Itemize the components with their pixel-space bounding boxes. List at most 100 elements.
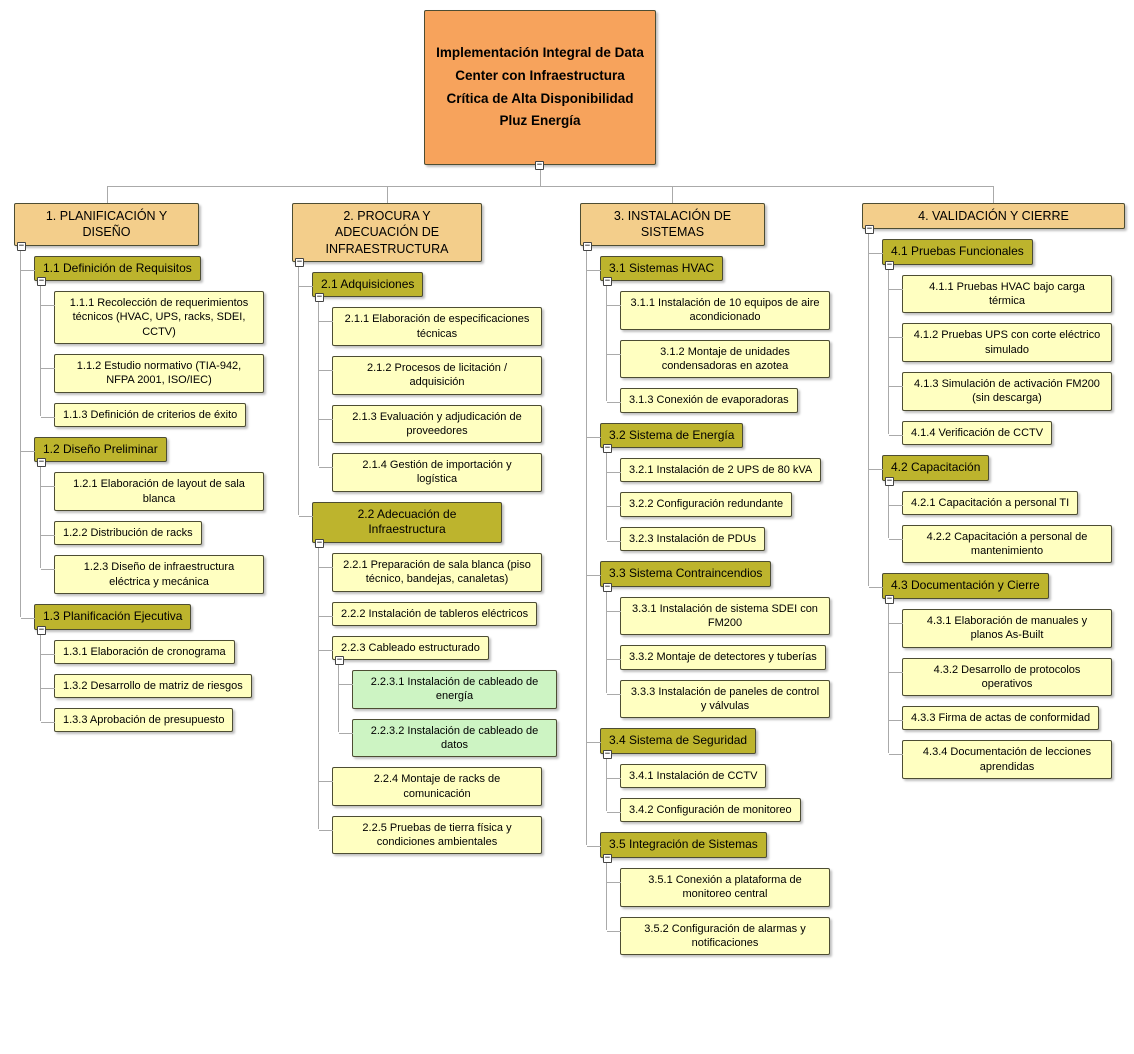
- wbs-node[interactable]: 2.2.1 Preparación de sala blanca (piso t…: [319, 552, 542, 592]
- wbs-node[interactable]: 3.3.1 Instalación de sistema SDEI con FM…: [607, 596, 830, 636]
- wbs-node[interactable]: 4.2 Capacitación−: [868, 454, 990, 486]
- wbs-node[interactable]: 4.1.4 Verificación de CCTV: [888, 420, 1053, 445]
- collapse-toggle-icon[interactable]: −: [603, 443, 612, 454]
- wbs-node[interactable]: 3.3 Sistema Contraincendios−: [586, 561, 772, 592]
- collapse-toggle-icon[interactable]: −: [17, 240, 26, 251]
- wbs-node[interactable]: 1.3.3 Aprobación de presupuesto: [40, 708, 234, 733]
- wbs-node[interactable]: 3.5.1 Conexión a plataforma de monitoreo…: [607, 867, 830, 907]
- wbs-node[interactable]: 3.2.1 Instalación de 2 UPS de 80 kVA: [606, 458, 822, 483]
- wbs-node[interactable]: 2.1.4 Gestión de importación y logística: [319, 453, 542, 492]
- wbs-node[interactable]: 1.3.1 Elaboración de cronograma: [41, 639, 235, 664]
- collapse-toggle-icon[interactable]: −: [603, 852, 612, 863]
- wbs-node[interactable]: 4.1.3 Simulación de activación FM200 (si…: [889, 372, 1112, 411]
- wbs-node[interactable]: 3.1.2 Montaje de unidades condensadoras …: [607, 339, 830, 379]
- wbs-node[interactable]: 2.1.1 Elaboración de especificaciones té…: [319, 307, 542, 346]
- collapse-toggle-icon[interactable]: −: [37, 624, 46, 635]
- wbs-node[interactable]: 4.1.2 Pruebas UPS con corte eléctrico si…: [889, 323, 1112, 363]
- wbs-branch: 3.2.1 Instalación de 2 UPS de 80 kVA: [606, 448, 880, 483]
- wbs-node[interactable]: 3. INSTALACIÓN DE SISTEMAS −: [580, 203, 765, 251]
- wbs-node[interactable]: 1.2.2 Distribución de racks: [41, 521, 202, 546]
- wbs-branch: 1.3.3 Aprobación de presupuesto: [40, 698, 314, 733]
- wbs-node[interactable]: 4.3.3 Firma de actas de conformidad: [888, 706, 1100, 731]
- collapse-toggle-icon[interactable]: −: [295, 256, 304, 267]
- node-label: 2.1.3 Evaluación y adjudicación de prove…: [352, 410, 522, 437]
- wbs-branch: 4.2.2 Capacitación a personal de manteni…: [888, 514, 1134, 564]
- wbs-node[interactable]: 4.1 Pruebas Funcionales−: [869, 239, 1033, 270]
- node-label: 3.4.2 Configuración de monitoreo: [629, 804, 792, 817]
- wbs-node[interactable]: 4.2.2 Capacitación a personal de manteni…: [889, 524, 1112, 564]
- wbs-node[interactable]: 4.3 Documentación y Cierre−: [869, 573, 1049, 604]
- wbs-node[interactable]: 2. PROCURA Y ADECUACIÓN DE INFRAESTRUCTU…: [292, 203, 482, 267]
- collapse-toggle-icon[interactable]: −: [315, 537, 324, 548]
- wbs-node[interactable]: 3.3.3 Instalación de paneles de control …: [607, 679, 830, 719]
- wbs-node[interactable]: 2.1 Adquisiciones−: [298, 271, 424, 303]
- wbs-branch: 2.1.4 Gestión de importación y logística: [318, 443, 592, 492]
- wbs-node[interactable]: 1.1.2 Estudio normativo (TIA-942, NFPA 2…: [41, 353, 264, 393]
- wbs-node[interactable]: 3.1.1 Instalación de 10 equipos de aire …: [607, 291, 830, 330]
- collapse-toggle-icon[interactable]: −: [885, 594, 894, 604]
- wbs-node[interactable]: 3.5 Integración de Sistemas−: [587, 832, 767, 863]
- wbs-branch: 3.4.2 Configuración de monitoreo: [606, 788, 880, 823]
- wbs-node[interactable]: 2.1.2 Procesos de licitación / adquisici…: [319, 355, 542, 395]
- wbs-node[interactable]: 2.2.3.2 Instalación de cableado de datos: [339, 718, 557, 758]
- wbs-branch: 2.1.1 Elaboración de especificaciones té…: [318, 297, 592, 346]
- wbs-node[interactable]: 4.3.4 Documentación de lecciones aprendi…: [889, 740, 1112, 780]
- collapse-toggle-icon[interactable]: −: [37, 457, 46, 468]
- node-label: 3.5 Integración de Sistemas: [609, 837, 758, 852]
- wbs-node[interactable]: 1.1.3 Definición de criterios de éxito: [40, 402, 247, 427]
- wbs-node[interactable]: 4.2.1 Capacitación a personal TI: [888, 490, 1079, 515]
- wbs-node[interactable]: 3.4.2 Configuración de monitoreo: [607, 798, 801, 823]
- collapse-toggle-icon[interactable]: −: [603, 276, 612, 287]
- wbs-node[interactable]: 3.4.1 Instalación de CCTV: [606, 763, 767, 789]
- collapse-toggle-icon[interactable]: −: [603, 581, 612, 592]
- wbs-node[interactable]: 3.2.3 Instalación de PDUs: [606, 526, 766, 552]
- wbs-node[interactable]: 4. VALIDACIÓN Y CIERRE−: [862, 203, 1125, 235]
- wbs-node[interactable]: 2.2 Adecuación de Infraestructura−: [299, 501, 502, 548]
- wbs-node[interactable]: 4.3.2 Desarrollo de protocolos operativo…: [889, 657, 1112, 697]
- node-label: 3. INSTALACIÓN DE SISTEMAS: [613, 209, 732, 240]
- wbs-node[interactable]: 4.1.1 Pruebas HVAC bajo carga térmica: [889, 274, 1112, 314]
- wbs-branch: 1.2.3 Diseño de infraestructura eléctric…: [40, 545, 314, 594]
- wbs-node[interactable]: 2.2.4 Montaje de racks de comunicación: [319, 767, 542, 806]
- wbs-node[interactable]: 3.1 Sistemas HVAC−: [586, 255, 724, 287]
- wbs-node[interactable]: 3.3.2 Montaje de detectores y tuberías: [607, 645, 826, 670]
- children-group: 3.1 Sistemas HVAC− 3.1.1 Instalación de 1…: [586, 245, 880, 956]
- wbs-node[interactable]: 1.2 Diseño Preliminar−: [21, 436, 167, 468]
- collapse-toggle-icon[interactable]: −: [315, 292, 324, 303]
- wbs-node[interactable]: 3.5.2 Configuración de alarmas y notific…: [607, 916, 830, 956]
- wbs-node[interactable]: 2.1.3 Evaluación y adjudicación de prove…: [319, 404, 542, 444]
- collapse-toggle-icon[interactable]: −: [885, 259, 894, 270]
- wbs-node[interactable]: 1.2.3 Diseño de infraestructura eléctric…: [41, 555, 264, 594]
- wbs-node[interactable]: 2.2.3.1 Instalación de cableado de energ…: [339, 670, 557, 709]
- collapse-toggle-icon[interactable]: −: [885, 475, 894, 486]
- wbs-node[interactable]: 1. PLANIFICACIÓN Y DISEÑO−: [14, 203, 199, 251]
- collapse-toggle-icon[interactable]: −: [583, 240, 592, 251]
- node-label: 2.2.3.2 Instalación de cableado de datos: [370, 724, 539, 751]
- wbs-node[interactable]: 2.2.5 Pruebas de tierra física y condici…: [319, 815, 542, 855]
- collapse-toggle-icon[interactable]: −: [535, 160, 544, 170]
- wbs-node[interactable]: 3.2.2 Configuración redundante: [606, 492, 793, 517]
- wbs-node[interactable]: 2.2.2 Instalación de tableros eléctricos: [318, 601, 538, 626]
- wbs-node[interactable]: 3.2 Sistema de Energía−: [586, 422, 744, 454]
- wbs-branch: 3.3.1 Instalación de sistema SDEI con FM…: [606, 586, 880, 636]
- collapse-toggle-icon[interactable]: −: [335, 655, 344, 666]
- wbs-branch: 3.2.3 Instalación de PDUs: [606, 516, 880, 552]
- wbs-node[interactable]: 3.4 Sistema de Seguridad−: [586, 728, 757, 759]
- wbs-node[interactable]: 2.2.3 Cableado estructurado−: [319, 635, 489, 666]
- wbs-node[interactable]: 1.1.1 Recolección de requerimientos técn…: [41, 291, 264, 344]
- wbs-node[interactable]: 3.1.3 Conexión de evaporadoras: [607, 388, 798, 413]
- collapse-toggle-icon[interactable]: −: [603, 748, 612, 759]
- collapse-toggle-icon[interactable]: −: [37, 276, 46, 287]
- node-label: 3.3 Sistema Contraincendios: [609, 566, 763, 581]
- wbs-node[interactable]: 1.3.2 Desarrollo de matriz de riesgos: [41, 673, 252, 699]
- wbs-branch: 1.2 Diseño Preliminar− 1.2.1 Elaboración …: [20, 426, 314, 595]
- node-label: 1.1 Definición de Requisitos: [43, 260, 192, 275]
- wbs-node[interactable]: 1.1 Definición de Requisitos−: [21, 255, 201, 287]
- wbs-branch: 1.1.3 Definición de criterios de éxito: [40, 392, 314, 427]
- collapse-toggle-icon[interactable]: −: [865, 224, 874, 235]
- wbs-root-node[interactable]: Implementación Integral de Data Center c…: [424, 10, 656, 170]
- wbs-branch: 4.3 Documentación y Cierre− 4.3.1 Elabora…: [868, 563, 1134, 780]
- wbs-node[interactable]: 1.3 Planificación Ejecutiva−: [20, 603, 192, 635]
- wbs-node[interactable]: 1.2.1 Elaboración de layout de sala blan…: [41, 472, 264, 512]
- wbs-node[interactable]: 4.3.1 Elaboración de manuales y planos A…: [889, 609, 1112, 648]
